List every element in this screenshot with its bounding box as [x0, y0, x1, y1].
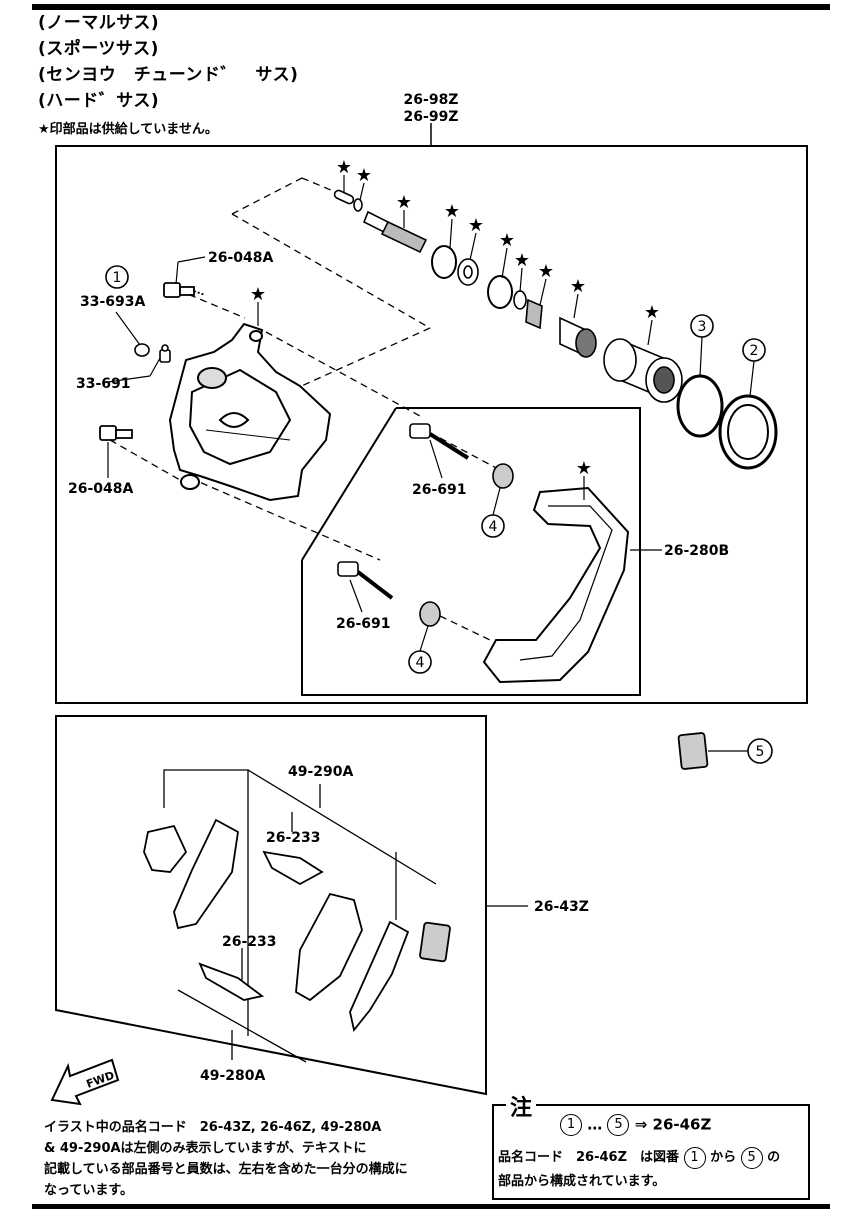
label-bleeder-screw: 33-691 — [76, 376, 131, 392]
label-pin-lower: 26-691 — [336, 616, 391, 632]
star-markers: ★ ★ ★ ★ ★ ★ ★ ★ ★ ★ ★ ★ — [250, 157, 660, 479]
header-line-normal: (ノーマルサス) — [38, 13, 160, 33]
note-range-end: 5 — [607, 1114, 630, 1136]
label-bleeder-cap: 33-693A — [80, 294, 146, 310]
svg-text:★: ★ — [250, 284, 266, 305]
note-line2-mid: から — [710, 1150, 737, 1165]
top-rule — [32, 4, 830, 10]
callout-4-lower: 4 — [416, 655, 425, 671]
callout-4-upper: 4 — [489, 519, 498, 535]
star-note: ★印部品は供給していません。 — [38, 122, 218, 137]
label-pad-set-inner: 49-280A — [200, 1068, 266, 1084]
label-26-99z: 26-99Z — [404, 109, 459, 125]
label-26-98z: 26-98Z — [404, 92, 459, 108]
svg-text:★: ★ — [499, 230, 515, 251]
callout-numbers: 1 3 2 4 4 5 — [113, 270, 765, 760]
callout-5: 5 — [756, 744, 765, 760]
callout-circles — [105, 265, 773, 764]
part-labels: 26-048A 33-693A 33-691 26-048A 26-691 26… — [68, 250, 729, 632]
note-line2-pre: 品名コード 26-46Z は図番 — [498, 1150, 680, 1165]
svg-text:★: ★ — [570, 276, 586, 297]
bottom-note-line2: & 49-290Aは左側のみ表示していますが、テキストに — [44, 1141, 367, 1156]
svg-text:★: ★ — [514, 250, 530, 271]
callout-leaders — [107, 256, 755, 752]
label-pad-set-outer: 49-290A — [288, 764, 354, 780]
bottom-note-line3: 記載している部品番号と員数は、左右を含めた一台分の構成に — [44, 1162, 408, 1177]
caliper-body — [168, 322, 332, 502]
bottom-note-line4: なっています。 — [44, 1183, 134, 1198]
label-pad-kit: 26-43Z — [534, 899, 589, 915]
caliper-bolt-lower — [99, 425, 133, 441]
note-box — [492, 1104, 810, 1200]
guide-pins — [337, 423, 514, 627]
pad-group-lines — [163, 769, 437, 1063]
pad-labels: 49-290A 26-233 26-233 49-280A — [200, 764, 354, 1084]
caliper-bracket — [482, 486, 630, 684]
svg-text:★: ★ — [468, 215, 484, 236]
svg-text:★: ★ — [576, 458, 592, 479]
bottom-note-line1: イラスト中の品名コード 26-43Z, 26-46Z, 49-280A — [44, 1120, 382, 1135]
note-title: 注 — [506, 1090, 537, 1122]
note-range-start: 1 — [560, 1114, 582, 1136]
svg-text:★: ★ — [538, 261, 554, 282]
note-result: 26-46Z — [652, 1115, 712, 1134]
svg-text:★: ★ — [396, 192, 412, 213]
piston-parts — [333, 189, 778, 470]
callout-1: 1 — [113, 270, 122, 286]
note-line2-from: 1 — [683, 1146, 706, 1169]
bleeder-parts — [134, 343, 171, 363]
header-line-tuned: (センヨウ チューンド゛ サス) — [38, 65, 299, 85]
caliper-bolt-upper — [163, 282, 206, 298]
note-range-dots: … — [587, 1115, 603, 1134]
star-leaders — [257, 175, 653, 500]
note-range-line: 1 … 5 ⇒ 26-46Z — [560, 1114, 711, 1136]
label-bolt-upper: 26-048A — [208, 250, 274, 266]
callout-3: 3 — [698, 319, 707, 335]
fwd-arrow-icon: FWD — [50, 1058, 120, 1106]
note-line2-to: 5 — [740, 1146, 763, 1169]
header-line-hard: (ハード゛サス) — [38, 91, 160, 111]
label-bolt-lower: 26-048A — [68, 481, 134, 497]
svg-text:★: ★ — [444, 201, 460, 222]
note-composition-line: 品名コード 26-46Z は図番 1 から 5 の — [498, 1146, 780, 1169]
label-pin-upper: 26-691 — [412, 482, 467, 498]
bottom-note: イラスト中の品名コード 26-43Z, 26-46Z, 49-280A & 49… — [44, 1117, 484, 1201]
svg-text:★: ★ — [336, 157, 352, 178]
svg-text:★: ★ — [356, 165, 372, 186]
note-arrow: ⇒ — [634, 1115, 648, 1134]
label-shim-upper: 26-233 — [266, 830, 321, 846]
note-composition-line3: 部品から構成されています。 — [498, 1174, 666, 1189]
pad-kit-frame — [55, 715, 487, 1096]
label-bracket: 26-280B — [664, 543, 729, 559]
header-line-sport: (スポーツサス) — [38, 39, 159, 59]
note-line2-post: の — [767, 1150, 781, 1165]
brake-pads — [143, 732, 709, 1033]
label-shim-lower: 26-233 — [222, 934, 277, 950]
callout-2: 2 — [750, 343, 759, 359]
svg-text:★: ★ — [644, 302, 660, 323]
bracket-subframe — [301, 407, 641, 696]
bottom-rule — [32, 1204, 830, 1209]
